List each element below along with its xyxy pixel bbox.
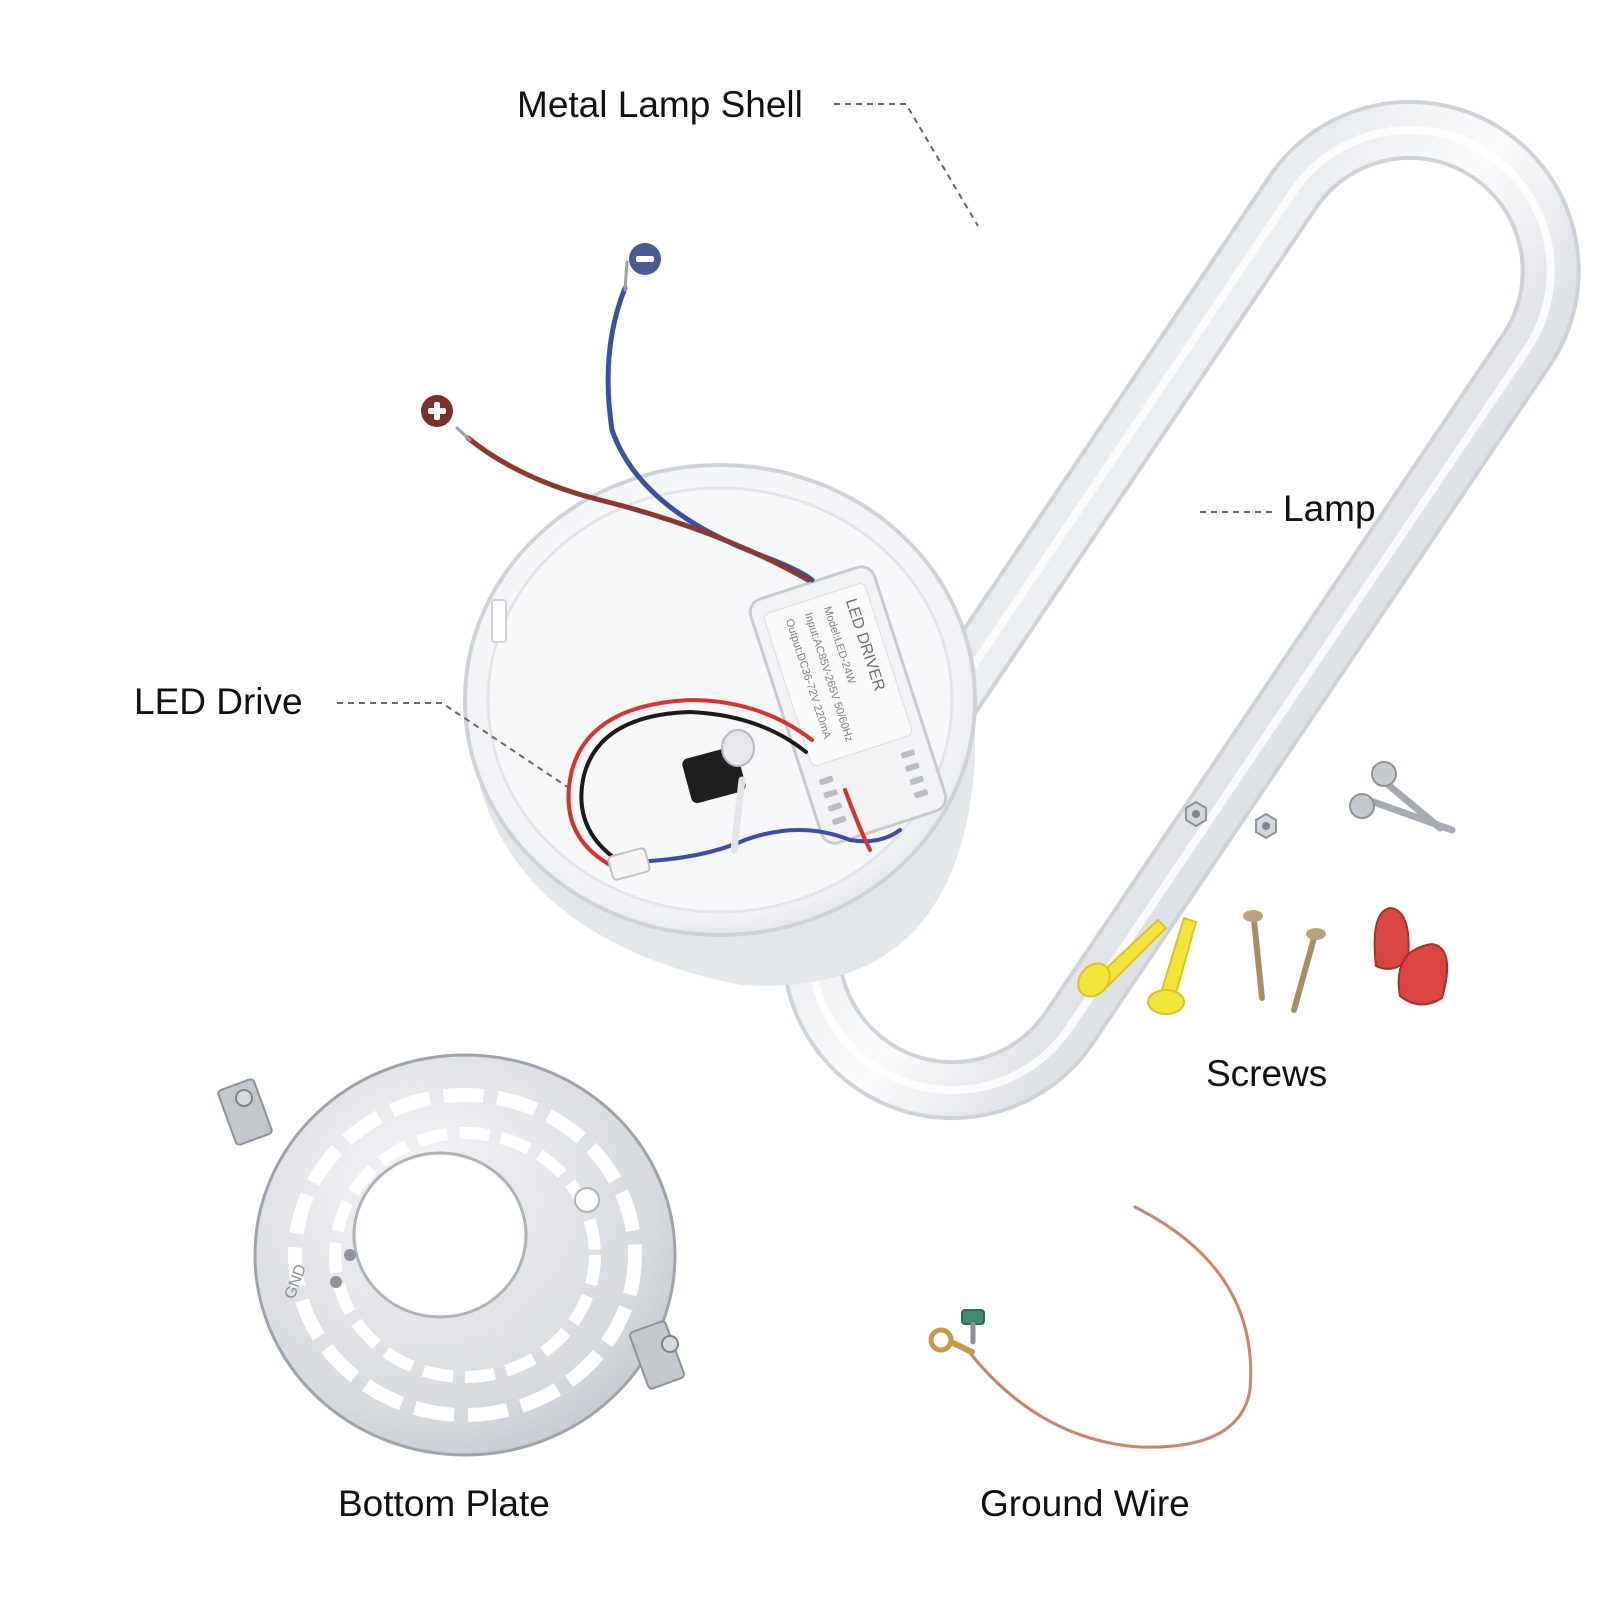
label-led-drive: LED Drive bbox=[134, 681, 303, 722]
wire-nut-icon bbox=[1373, 906, 1410, 970]
wood-screw-icon bbox=[1371, 761, 1444, 832]
wire-connector bbox=[607, 847, 651, 881]
wall-anchor-icon bbox=[1147, 916, 1198, 1015]
leader-lines bbox=[337, 103, 1277, 791]
lamp-ring bbox=[781, 99, 1581, 1121]
label-metal-lamp-shell: Metal Lamp Shell bbox=[517, 84, 803, 125]
label-screws: Screws bbox=[1206, 1053, 1328, 1094]
led-driver-box: LED DRIVER Model:LED-24W Input:AC85V-265… bbox=[748, 565, 948, 845]
red-wire bbox=[566, 697, 814, 872]
plate-mounting-tab bbox=[629, 1320, 685, 1390]
hex-nut-icon bbox=[1255, 812, 1277, 840]
machine-screw-icon bbox=[1243, 910, 1265, 1001]
shell-notch bbox=[491, 599, 507, 643]
plus-circle-icon bbox=[421, 395, 453, 427]
ground-wire bbox=[928, 1205, 1253, 1449]
bottom-plate: GND bbox=[217, 1053, 685, 1457]
brown-wire bbox=[465, 435, 811, 583]
label-bottom-plate: Bottom Plate bbox=[338, 1483, 550, 1524]
blue-inner-wire bbox=[628, 828, 902, 864]
leader-metal-lamp-shell bbox=[834, 103, 979, 227]
wire-nut-icon bbox=[1397, 942, 1449, 1006]
strain-relief-clip bbox=[682, 729, 755, 854]
brown-wire-tip bbox=[455, 426, 472, 442]
wall-anchor-icon bbox=[1077, 918, 1168, 998]
plate-mounting-tab bbox=[217, 1078, 273, 1146]
minus-circle-icon bbox=[629, 243, 661, 275]
driver-wires bbox=[455, 260, 902, 872]
black-wire bbox=[579, 709, 808, 870]
blue-wire-tip bbox=[623, 260, 629, 292]
leader-led-drive bbox=[337, 702, 573, 791]
plate-center-hole bbox=[352, 1151, 528, 1319]
ground-ring-terminal bbox=[928, 1327, 954, 1353]
hex-nut-icon bbox=[1185, 800, 1207, 828]
machine-screw-icon bbox=[1291, 928, 1326, 1013]
label-lamp: Lamp bbox=[1283, 488, 1376, 529]
label-ground-wire: Ground Wire bbox=[980, 1483, 1190, 1524]
